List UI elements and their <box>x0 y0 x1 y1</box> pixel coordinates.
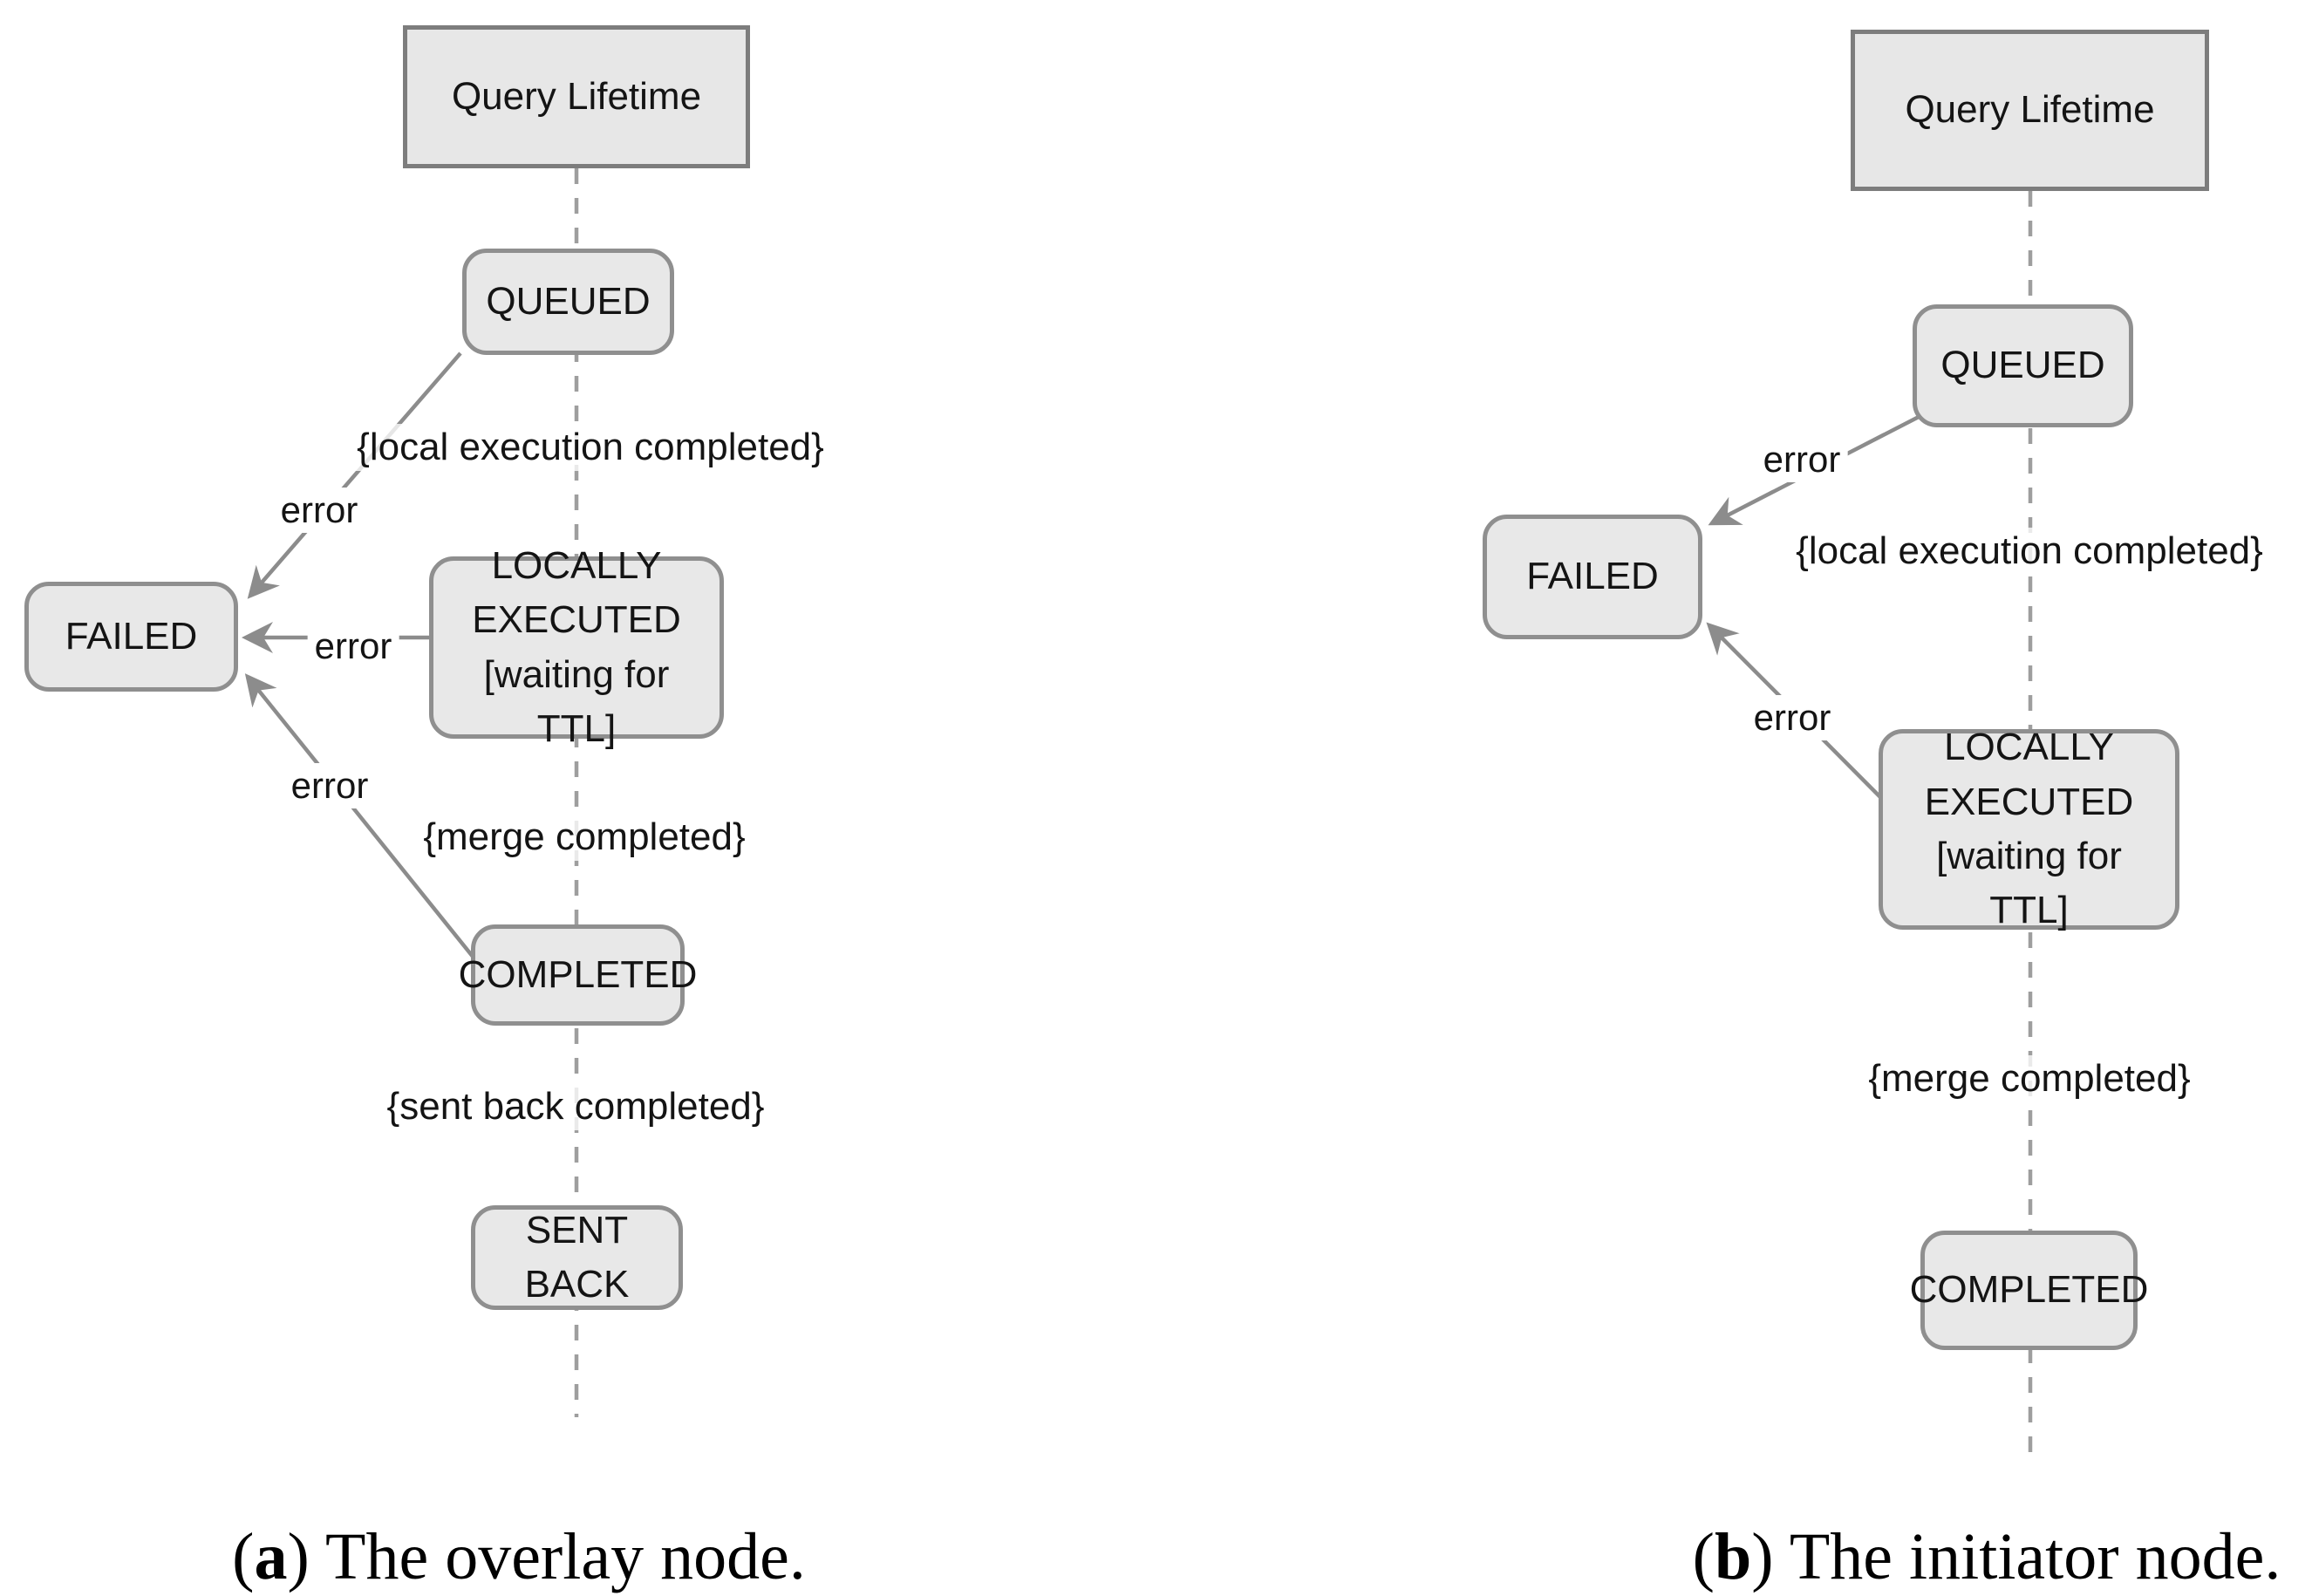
state-a-completed: COMPLETED <box>459 924 697 1026</box>
state-b-failed: FAILED <box>1483 515 1702 639</box>
state-b-completed-label: COMPLETED <box>1909 1268 2149 1312</box>
error-label-a-locally-executed: error <box>307 624 399 669</box>
caption-a-text: The overlay node. <box>325 1520 806 1593</box>
state-b-queued-label: QUEUED <box>1940 344 2105 387</box>
state-b-locally-executed: LOCALLY EXECUTED [waiting for TTL] <box>1879 726 2179 931</box>
caption-b: (b)The initiator node. <box>1693 1519 2281 1595</box>
transition-a-queued-to-failed <box>247 351 462 599</box>
state-a-sent-back: SENT BACK <box>471 1205 683 1310</box>
caption-a-open-paren: ( <box>232 1520 255 1593</box>
lifeline-header-b-label: Query Lifetime <box>1905 88 2155 132</box>
state-a-locally-executed-qualifier: [waiting for TTL] <box>483 652 670 750</box>
annotation-b-local-execution-completed: {local execution completed} <box>1789 528 2270 575</box>
error-label-b-locally-executed: error <box>1746 695 1838 740</box>
caption-b-letter: b <box>1714 1520 1752 1593</box>
state-a-completed-label: COMPLETED <box>458 952 698 996</box>
transition-a-completed-to-failed <box>244 673 475 959</box>
caption-b-close-paren: ) <box>1751 1520 1774 1593</box>
lifeline-header-b: Query Lifetime <box>1851 30 2209 191</box>
state-a-queued-label: QUEUED <box>486 279 651 323</box>
caption-a-letter: a <box>254 1520 288 1593</box>
state-a-queued: QUEUED <box>462 249 674 355</box>
state-a-failed: FAILED <box>24 582 238 692</box>
annotation-a-local-execution-completed: {local execution completed} <box>350 424 831 471</box>
state-a-sent-back-label: SENT BACK <box>524 1208 630 1306</box>
annotation-b-merge-completed: {merge completed} <box>1861 1055 2198 1102</box>
annotation-a-sent-back-completed: {sent back completed} <box>379 1083 772 1130</box>
state-b-queued: QUEUED <box>1913 304 2133 427</box>
caption-a: (a)The overlay node. <box>232 1519 806 1595</box>
caption-a-close-paren: ) <box>287 1520 310 1593</box>
error-label-a-queued: error <box>273 488 365 533</box>
state-a-failed-label: FAILED <box>65 614 198 658</box>
state-a-locally-executed: LOCALLY EXECUTED [waiting for TTL] <box>429 544 724 750</box>
lifeline-header-a-label: Query Lifetime <box>451 74 702 118</box>
state-a-locally-executed-label: LOCALLY EXECUTED <box>472 543 681 642</box>
caption-b-text: The initiator node. <box>1789 1520 2281 1593</box>
state-b-failed-label: FAILED <box>1526 555 1659 598</box>
error-label-a-completed: error <box>283 763 376 808</box>
annotation-a-merge-completed: {merge completed} <box>416 814 753 861</box>
state-b-completed: COMPLETED <box>1910 1231 2148 1350</box>
lifeline-header-a: Query Lifetime <box>403 25 750 168</box>
error-label-b-queued: error <box>1756 437 1848 482</box>
caption-b-open-paren: ( <box>1692 1520 1715 1593</box>
state-b-locally-executed-label: LOCALLY EXECUTED <box>1924 726 2134 823</box>
state-b-locally-executed-qualifier: [waiting for TTL] <box>1936 835 2122 932</box>
